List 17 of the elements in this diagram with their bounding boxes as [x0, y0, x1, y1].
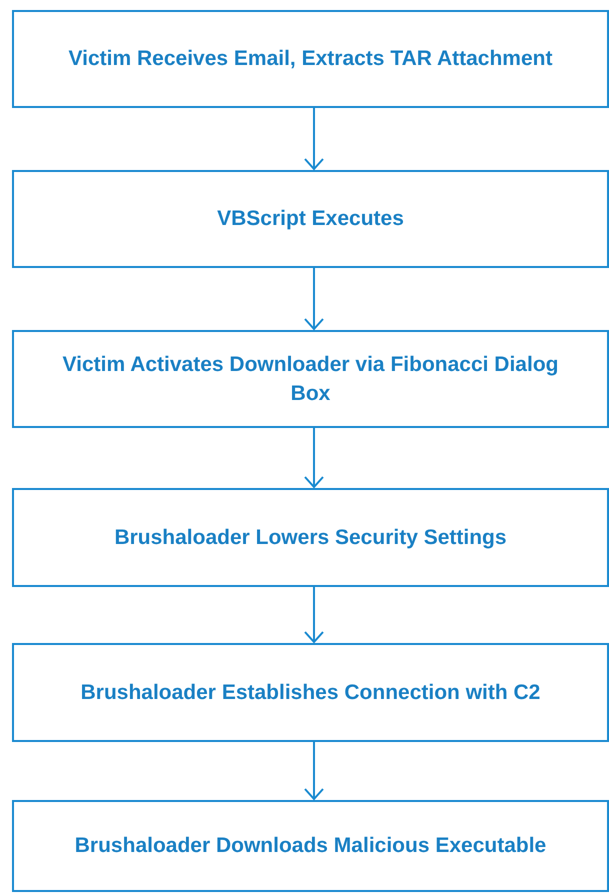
step-label: Victim Receives Email, Extracts TAR Attachment	[68, 46, 552, 72]
process-box	[12, 488, 609, 587]
arrow	[304, 587, 324, 643]
arrow	[304, 268, 324, 330]
process-box	[12, 10, 609, 108]
arrow	[304, 428, 324, 488]
step-label: Brushaloader Lowers Security Settings	[114, 524, 507, 551]
arrow	[304, 108, 324, 170]
arrow	[304, 742, 324, 800]
process-box	[12, 170, 609, 268]
step-label: Brushaloader Establishes Connection with C2	[80, 680, 540, 706]
process-box	[12, 800, 609, 892]
process-box	[12, 330, 609, 428]
step-label: VBScript Executes	[217, 206, 404, 232]
process-box	[12, 643, 609, 742]
step-label: Victim Activates Downloader via Fibonacci Dialog Box	[62, 352, 560, 407]
step-label: Brushaloader Downloads Malicious Executable	[74, 833, 546, 860]
